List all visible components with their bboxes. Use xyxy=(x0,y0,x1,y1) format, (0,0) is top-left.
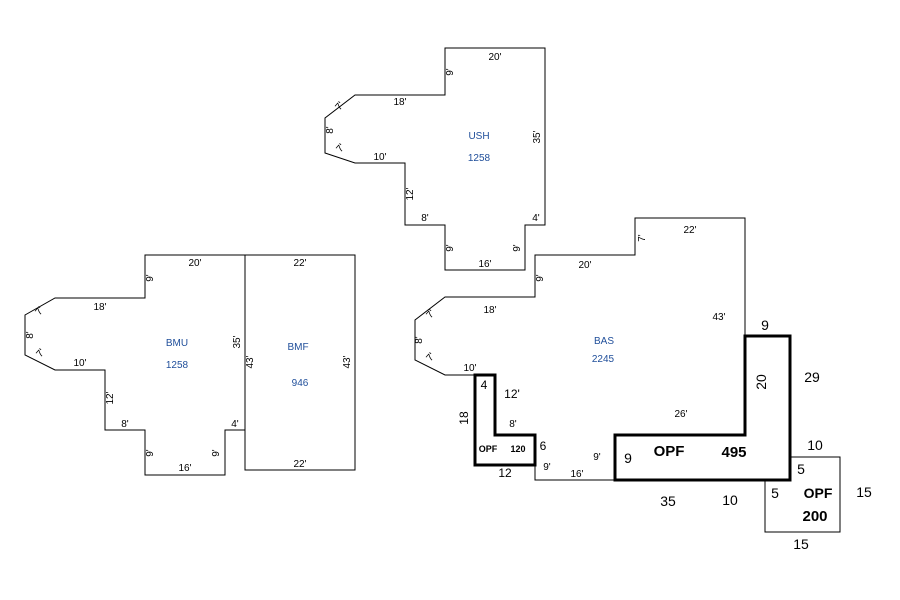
opf-main-dim-side: 20 xyxy=(753,374,769,390)
bmu-dim-j: 16' xyxy=(178,463,191,474)
opf-corner-section: OPF 200 10 15 15 5 5 xyxy=(764,437,872,552)
bmu-dim-d: 8' xyxy=(25,331,36,339)
opf-main-dim-bottom: 35 xyxy=(660,493,676,509)
opf-main-outline xyxy=(613,334,792,482)
ush-dim-d: 8' xyxy=(325,126,336,134)
opf-corner-code: OPF xyxy=(804,485,833,501)
bmu-dim-b: 18' xyxy=(93,302,106,313)
opf-corner-dim-right: 15 xyxy=(856,484,872,500)
ush-dim-right: 35' xyxy=(532,130,543,143)
opf-main-area: 495 xyxy=(721,444,746,461)
bas-dim-c: 9' xyxy=(535,274,546,282)
opf-small-dim-bottom: 12 xyxy=(498,466,512,480)
bas-dim-b: 20' xyxy=(578,260,591,271)
ush-code: USH xyxy=(468,131,489,142)
ush-dim-c: 7' xyxy=(333,100,346,113)
bmu-code: BMU xyxy=(166,338,188,349)
bmf-code: BMF xyxy=(287,342,308,353)
bas-dim-h: 10' xyxy=(463,363,476,374)
ush-dim-l: 4' xyxy=(532,213,540,224)
opf-small-outline xyxy=(473,373,537,467)
opf-corner-area: 200 xyxy=(802,508,827,525)
bmf-section: BMF 946 22' 22' 43' 43' xyxy=(244,254,356,471)
ush-dim-b: 18' xyxy=(393,97,406,108)
bmu-dim-h: 8' xyxy=(121,419,129,430)
bmf-outline xyxy=(244,254,356,471)
ush-dim-i: 9' xyxy=(445,244,456,252)
bmf-dim-bottom: 22' xyxy=(293,459,306,470)
ush-outline xyxy=(324,47,546,271)
bmu-dim-l: 4' xyxy=(231,419,239,430)
ush-dim-h: 8' xyxy=(421,213,429,224)
opf-corner-outline xyxy=(764,456,841,533)
bmu-section: BMU 1258 20' 35' 9' 18' 7' 8' 7' 10' 12'… xyxy=(24,254,246,476)
opf-main-section: OPF 495 9 20 29 9 35 10 xyxy=(613,317,820,509)
bas-dim-d: 18' xyxy=(483,305,496,316)
opf-small-code: OPF xyxy=(479,444,498,454)
bmu-dim-c: 7' xyxy=(33,305,46,318)
bas-outline xyxy=(414,217,746,481)
bas-dim-top: 22' xyxy=(683,225,696,236)
bmu-dim-k: 9' xyxy=(211,449,222,457)
opf-corner-dim-a: 5 xyxy=(797,461,805,477)
bmf-dim-top: 22' xyxy=(293,258,306,269)
ush-dim-a: 9' xyxy=(445,68,456,76)
ush-dim-j: 16' xyxy=(478,259,491,270)
opf-main-code: OPF xyxy=(654,443,685,460)
bmu-area: 1258 xyxy=(166,360,189,371)
ush-area: 1258 xyxy=(468,153,491,164)
ush-dim-g: 12' xyxy=(405,187,416,200)
ush-dim-k: 9' xyxy=(512,244,523,252)
bas-dim-k: 9' xyxy=(543,462,551,473)
bmf-dim-right: 43' xyxy=(342,355,353,368)
opf-main-dim-right: 29 xyxy=(804,369,820,385)
ush-section: USH 1258 20' 35' 9' 18' 7' 8' 7' 10' 12'… xyxy=(324,47,546,271)
bmu-dim-g: 12' xyxy=(105,391,116,404)
bas-dim-a: 7' xyxy=(637,234,648,242)
bmf-dim-left: 43' xyxy=(245,355,256,368)
opf-small-dim-left: 18 xyxy=(457,411,471,425)
opf-main-dim-bottom2: 10 xyxy=(722,492,738,508)
bmu-dim-a: 9' xyxy=(145,274,156,282)
ush-dim-f: 10' xyxy=(373,152,386,163)
opf-corner-dim-top: 10 xyxy=(807,437,823,453)
bas-dim-e: 7' xyxy=(424,308,437,321)
bas-dim-inner: 26' xyxy=(674,409,687,420)
bas-section: BAS 2245 22' 7' 20' 9' 18' 7' 8' 7' 10' … xyxy=(414,217,746,481)
opf-main-dim-top: 9 xyxy=(761,317,769,333)
bas-dim-l: 16' xyxy=(570,469,583,480)
bmu-outline xyxy=(24,254,246,476)
opf-corner-dim-b: 5 xyxy=(771,485,779,501)
bas-dim-m: 9' xyxy=(593,452,601,463)
bas-dim-i: 12' xyxy=(504,387,520,401)
opf-small-dim-top: 4 xyxy=(481,378,488,392)
bas-dim-g: 7' xyxy=(424,351,437,364)
opf-small-section: OPF 120 18 4 6 12 xyxy=(457,373,547,480)
bas-dim-f: 8' xyxy=(414,336,425,344)
ush-dim-top: 20' xyxy=(488,52,501,63)
bas-dim-j: 8' xyxy=(509,419,517,430)
opf-corner-dim-bottom: 15 xyxy=(793,536,809,552)
bmf-area: 946 xyxy=(292,378,309,389)
bas-code: BAS xyxy=(594,336,614,347)
bmu-dim-f: 10' xyxy=(73,358,86,369)
bmu-dim-e: 7' xyxy=(34,347,47,360)
opf-small-dim-right: 6 xyxy=(540,439,547,453)
bas-dim-right: 43' xyxy=(712,312,725,323)
bas-area: 2245 xyxy=(592,354,615,365)
bmu-dim-right: 35' xyxy=(232,335,243,348)
bmu-dim-i: 9' xyxy=(145,449,156,457)
ush-dim-e: 7' xyxy=(334,142,347,155)
opf-small-area: 120 xyxy=(510,444,525,454)
bmu-dim-top: 20' xyxy=(188,258,201,269)
opf-main-dim-left: 9 xyxy=(624,450,632,466)
